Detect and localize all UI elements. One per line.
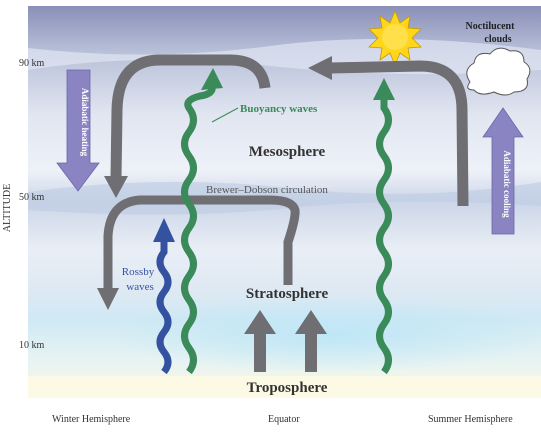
label-winter-hemisphere: Winter Hemisphere [52, 414, 131, 425]
adiabatic-cooling-label: Adiabatic cooling [502, 150, 512, 218]
mesosphere-label: Mesosphere [249, 144, 326, 160]
buoyancy-waves-label: Buoyancy waves [240, 103, 318, 115]
brewer-dobson-label: Brewer–Dobson circulation [206, 184, 328, 196]
mesospheric-circulation-arrowhead-summer [308, 56, 332, 80]
brewer-dobson-circulation-arrow [103, 195, 300, 288]
buoyancy-wave-summer-arrowhead [373, 78, 395, 100]
adiabatic-cooling-arrow [482, 107, 524, 235]
tropospheric-upwelling-arrow-left [244, 310, 276, 372]
rossby-label-line2: waves [126, 281, 154, 293]
rossby-wave-arrowhead [153, 218, 175, 242]
buoyancy-wave-summer [376, 98, 392, 375]
adiabatic-heating-label: Adiabatic heating [80, 88, 90, 157]
buoyancy-wave-winter-arrowhead [201, 68, 223, 90]
sun-icon [368, 9, 422, 67]
buoyancy-wave-winter [181, 85, 216, 375]
tick-50km: 50 km [19, 192, 45, 203]
tick-10km: 10 km [19, 340, 45, 351]
mesospheric-circulation-arrow-winter [110, 54, 271, 179]
cloud-icon [466, 47, 531, 96]
label-equator: Equator [268, 414, 300, 425]
tropospheric-upwelling-arrow-right [295, 310, 327, 372]
brewer-dobson-arrowhead [97, 288, 119, 310]
troposphere-blue-haze [110, 297, 541, 373]
axis-label: ALTITUDE [2, 184, 13, 233]
mesospheric-circulation-arrowhead-winter [104, 176, 128, 198]
troposphere-label: Troposphere [247, 380, 328, 396]
stratosphere-label: Stratosphere [246, 286, 329, 302]
noctilucent-label-line1: Noctilucent [466, 21, 516, 32]
noctilucent-label-line2: clouds [484, 34, 511, 45]
mesospheric-circulation-arrow-summer [329, 60, 469, 207]
tick-90km: 90 km [19, 58, 45, 69]
rossby-wave [156, 240, 172, 375]
ground-band [28, 376, 541, 398]
rossby-label-line1: Rossby [122, 266, 155, 278]
label-summer-hemisphere: Summer Hemisphere [428, 414, 513, 425]
adiabatic-heating-arrow [56, 69, 100, 192]
buoyancy-label-leader [211, 107, 239, 123]
